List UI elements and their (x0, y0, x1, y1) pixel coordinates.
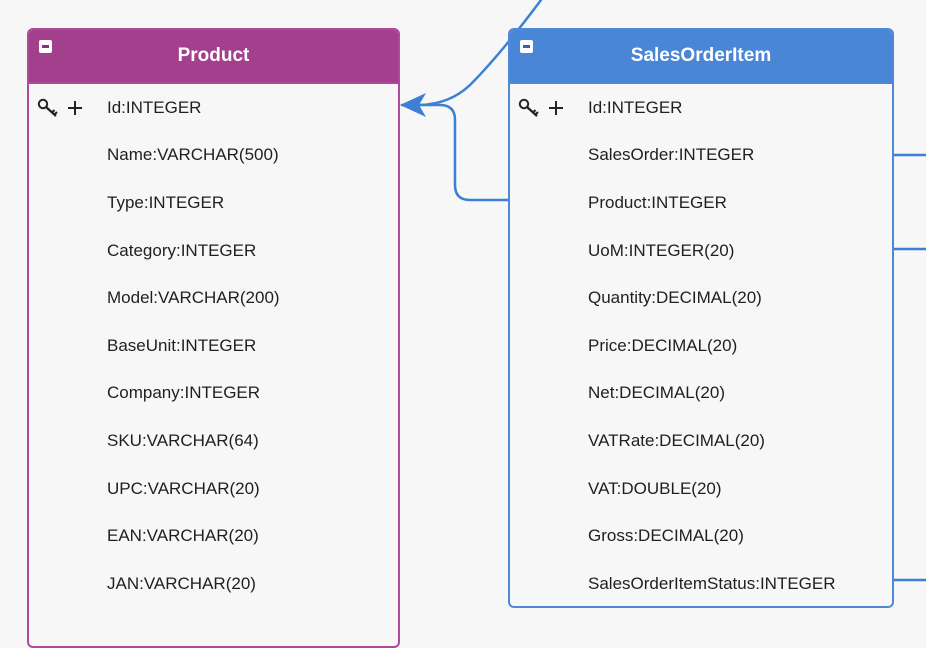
collapse-icon[interactable] (520, 40, 533, 53)
collapse-icon[interactable] (39, 40, 52, 53)
entity-title: Product (177, 45, 250, 66)
plus-icon (68, 100, 82, 115)
field-row[interactable]: Category:INTEGER (29, 227, 398, 275)
field-name: VATRate:DECIMAL(20) (588, 430, 765, 450)
field-name: EAN:VARCHAR(20) (107, 526, 259, 546)
relationship-connectors (400, 0, 926, 582)
field-row[interactable]: Name:VARCHAR(500) (29, 132, 398, 180)
field-row[interactable]: SKU:VARCHAR(64) (29, 417, 398, 465)
field-name: Product:INTEGER (588, 192, 727, 212)
field-name: Company:INTEGER (107, 383, 261, 403)
plus-icon (549, 100, 563, 115)
field-name: Type:INTEGER (107, 192, 225, 212)
field-row[interactable]: SalesOrder:INTEGER (510, 132, 892, 180)
field-name: Net:DECIMAL(20) (588, 383, 725, 403)
key-icon (518, 98, 539, 117)
field-row[interactable]: SalesOrderItemStatus:INTEGER (510, 560, 892, 608)
field-row[interactable]: Company:INTEGER (29, 370, 398, 418)
entity-title: SalesOrderItem (630, 45, 772, 66)
field-name: Price:DECIMAL(20) (588, 335, 738, 355)
field-name: Id:INTEGER (588, 97, 683, 117)
field-name: VAT:DOUBLE(20) (588, 478, 722, 498)
field-name: BaseUnit:INTEGER (107, 335, 257, 355)
field-name: Quantity:DECIMAL(20) (588, 288, 762, 308)
salesorderitem-entity[interactable]: SalesOrderItem Id:INTEGER SalesOrder:INT… (508, 28, 894, 608)
field-row[interactable]: VATRate:DECIMAL(20) (510, 417, 892, 465)
connector-salesorderitem-product-to-product-id (400, 103, 510, 202)
field-row[interactable]: UPC:VARCHAR(20) (29, 465, 398, 513)
field-name: Model:VARCHAR(200) (107, 288, 280, 308)
product-field-list: Id:INTEGER Name:VARCHAR(500) Type:INTEGE… (29, 84, 398, 608)
field-name: JAN:VARCHAR(20) (107, 573, 256, 593)
connector-incoming-to-product-id (418, 0, 543, 107)
field-row[interactable]: BaseUnit:INTEGER (29, 322, 398, 370)
field-row[interactable]: EAN:VARCHAR(20) (29, 512, 398, 560)
field-name: SKU:VARCHAR(64) (107, 430, 259, 450)
field-name: Category:INTEGER (107, 240, 257, 260)
field-row[interactable]: JAN:VARCHAR(20) (29, 560, 398, 608)
field-name: UPC:VARCHAR(20) (107, 478, 260, 498)
field-row[interactable]: Id:INTEGER (29, 84, 398, 132)
field-row[interactable]: UoM:INTEGER(20) (510, 227, 892, 275)
field-row[interactable]: Id:INTEGER (510, 84, 892, 132)
arrowhead-icon (400, 93, 426, 117)
field-name: SalesOrderItemStatus:INTEGER (588, 573, 836, 593)
field-name: Gross:DECIMAL(20) (588, 526, 744, 546)
field-name: Name:VARCHAR(500) (107, 145, 279, 165)
product-entity[interactable]: Product Id:INTEGER Name:VARCHAR(500) Typ… (27, 28, 400, 648)
field-row[interactable]: Gross:DECIMAL(20) (510, 512, 892, 560)
field-name: UoM:INTEGER(20) (588, 240, 735, 260)
field-row[interactable]: Net:DECIMAL(20) (510, 370, 892, 418)
field-name: Id:INTEGER (107, 97, 202, 117)
field-row[interactable]: VAT:DOUBLE(20) (510, 465, 892, 513)
primary-key-indicator (518, 98, 564, 118)
field-row[interactable]: Type:INTEGER (29, 179, 398, 227)
field-row[interactable]: Model:VARCHAR(200) (29, 274, 398, 322)
field-name: SalesOrder:INTEGER (588, 145, 755, 165)
field-row[interactable]: Price:DECIMAL(20) (510, 322, 892, 370)
product-entity-header[interactable]: Product (29, 30, 398, 84)
key-icon (37, 98, 58, 117)
field-row[interactable]: Quantity:DECIMAL(20) (510, 274, 892, 322)
salesorderitem-entity-header[interactable]: SalesOrderItem (510, 30, 892, 84)
field-row[interactable]: Product:INTEGER (510, 179, 892, 227)
primary-key-indicator (37, 98, 83, 118)
salesorderitem-field-list: Id:INTEGER SalesOrder:INTEGER Product:IN… (510, 84, 892, 608)
